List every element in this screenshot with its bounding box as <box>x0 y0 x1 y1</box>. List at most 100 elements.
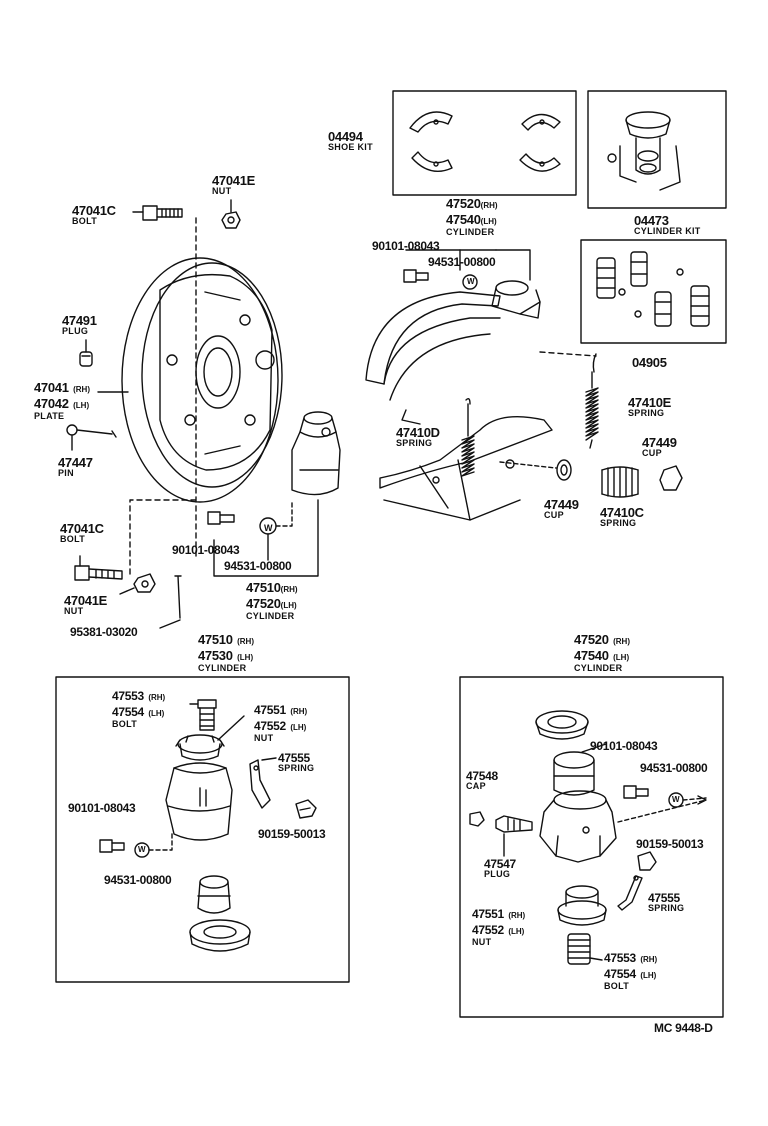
part-name: NUT <box>212 186 232 196</box>
label-bolt-top: 47041C BOLT <box>72 204 116 226</box>
part-name: NUT <box>254 733 274 743</box>
side-suffix: (RH) <box>73 385 90 394</box>
part-name: SHOE KIT <box>328 142 373 152</box>
backing-plate-drawing <box>121 257 283 503</box>
label-washer-94531-mid: 94531-00800 <box>224 559 292 573</box>
part-name: CUP <box>544 510 564 520</box>
brake-shoe-drawing <box>365 291 553 521</box>
leader <box>581 743 607 753</box>
rb-piston-icon <box>553 751 595 796</box>
label-cylinder-mid: 47510(RH) 47520(LH) CYLINDER <box>246 580 298 621</box>
lb-adjuster-nut-icon <box>175 734 225 761</box>
label-rb-plug: 47547 PLUG <box>484 858 516 879</box>
part-number: 47491 <box>62 313 97 328</box>
part-name: CYLINDER KIT <box>634 226 701 236</box>
part-number: 47449 <box>642 435 677 450</box>
part-number: 47530 <box>198 648 233 663</box>
washer-mark: W <box>264 523 273 533</box>
lb-bleeder-bolt-icon <box>197 699 217 731</box>
label-rb-spring: 47555 SPRING <box>648 892 684 913</box>
label-lb-bleeder: 90159-50013 <box>258 827 326 841</box>
rb-bleeder-90159-icon <box>637 851 657 871</box>
part-number: 47540 <box>446 212 481 227</box>
label-nut-top: 47041E NUT <box>212 174 255 196</box>
part-number: 04473 <box>634 213 669 228</box>
side-suffix: (LH) <box>237 653 254 662</box>
label-left-box-header: 47510 (RH) 47530 (LH) CYLINDER <box>198 632 254 673</box>
cylinder-bracket-lines <box>213 499 319 577</box>
arrow <box>697 795 707 805</box>
part-number: 47449 <box>544 497 579 512</box>
part-number: 47552 <box>254 719 286 733</box>
side-suffix: (RH) <box>280 585 298 594</box>
label-lb-spring: 47555 SPRING <box>278 752 314 773</box>
part-number: 47554 <box>112 705 144 719</box>
part-number: 47547 <box>484 857 516 871</box>
part-name: CUP <box>642 448 662 458</box>
label-bolt-bottom: 47041C BOLT <box>60 522 104 544</box>
kit-04905-box <box>580 239 727 344</box>
kit-04905-parts-icon <box>596 251 710 327</box>
side-suffix: (LH) <box>508 927 525 936</box>
rb-boot-icon <box>535 710 589 740</box>
cylinder-kit-icon <box>607 111 681 191</box>
side-suffix: (RH) <box>640 955 658 964</box>
part-number: 47410C <box>600 505 644 520</box>
nut-47041e-top-icon <box>221 211 241 229</box>
label-shoe-kit: 04494 SHOE KIT <box>328 130 373 152</box>
lb-bleeder-90159-icon <box>295 799 317 819</box>
part-number: 47540 <box>574 648 609 663</box>
side-suffix: (LH) <box>613 653 630 662</box>
cylinder-kit-box <box>587 90 727 209</box>
spring-hook-dashed <box>539 351 597 357</box>
label-plate: 47041 (RH) 47042 (LH) PLATE <box>34 380 90 421</box>
part-name: BOLT <box>604 981 630 991</box>
label-plug-47491: 47491 PLUG <box>62 314 97 336</box>
rb-adjuster-bolt-icon <box>567 933 591 965</box>
part-number: 47410E <box>628 395 672 410</box>
leader <box>589 957 603 961</box>
rb-plug-icon <box>495 815 533 833</box>
part-number: 47520 <box>246 596 281 611</box>
part-number: 47551 <box>472 907 504 921</box>
part-number: 47041 <box>34 380 69 395</box>
spring-47410e-icon <box>585 353 599 449</box>
label-rb-washer: 94531-00800 <box>640 761 708 775</box>
cup-47449-left-icon <box>556 459 572 481</box>
washer-mark: W <box>467 277 475 286</box>
side-suffix: (RH) <box>290 707 308 716</box>
leader <box>217 715 245 741</box>
cup-47449-right-icon <box>659 465 683 491</box>
part-number: 47042 <box>34 396 69 411</box>
side-suffix: (LH) <box>480 217 497 226</box>
shoe-kit-box <box>392 90 577 196</box>
label-cup-right: 47449 CUP <box>642 436 677 458</box>
part-number: 47555 <box>648 891 680 905</box>
label-lb-nut: 47551 (RH) 47552 (LH) NUT <box>254 702 307 743</box>
label-lb-bolt-90101: 90101-08043 <box>68 801 136 815</box>
side-suffix: (LH) <box>640 971 657 980</box>
lb-spring-clip-icon <box>249 759 271 809</box>
label-pin-95381: 95381-03020 <box>70 625 138 639</box>
label-cylinder-kit: 04473 CYLINDER KIT <box>634 214 701 236</box>
label-washer-94531-top: 94531-00800 <box>428 255 496 269</box>
part-name: CYLINDER <box>198 663 247 673</box>
rb-cylinder-body-icon <box>539 790 617 863</box>
leader <box>261 757 277 761</box>
label-cup-left: 47449 CUP <box>544 498 579 520</box>
part-name: CYLINDER <box>574 663 623 673</box>
bolt-90101-mid-icon <box>207 511 235 525</box>
label-rb-bolt: 47553 (RH) 47554 (LH) BOLT <box>604 950 657 991</box>
label-spring-47410d: 47410D SPRING <box>396 426 440 448</box>
side-suffix: (RH) <box>508 911 526 920</box>
part-number: 47553 <box>604 951 636 965</box>
label-rb-cap: 47548 CAP <box>466 770 498 791</box>
lb-cylinder-body-icon <box>165 762 233 841</box>
rb-bolt-90101-icon <box>623 785 649 799</box>
plate-leader-dashed <box>129 217 197 579</box>
part-name: BOLT <box>60 534 86 544</box>
part-name: PLUG <box>484 869 511 879</box>
part-number: 47554 <box>604 967 636 981</box>
bolt-47041c-top-icon <box>142 205 183 221</box>
